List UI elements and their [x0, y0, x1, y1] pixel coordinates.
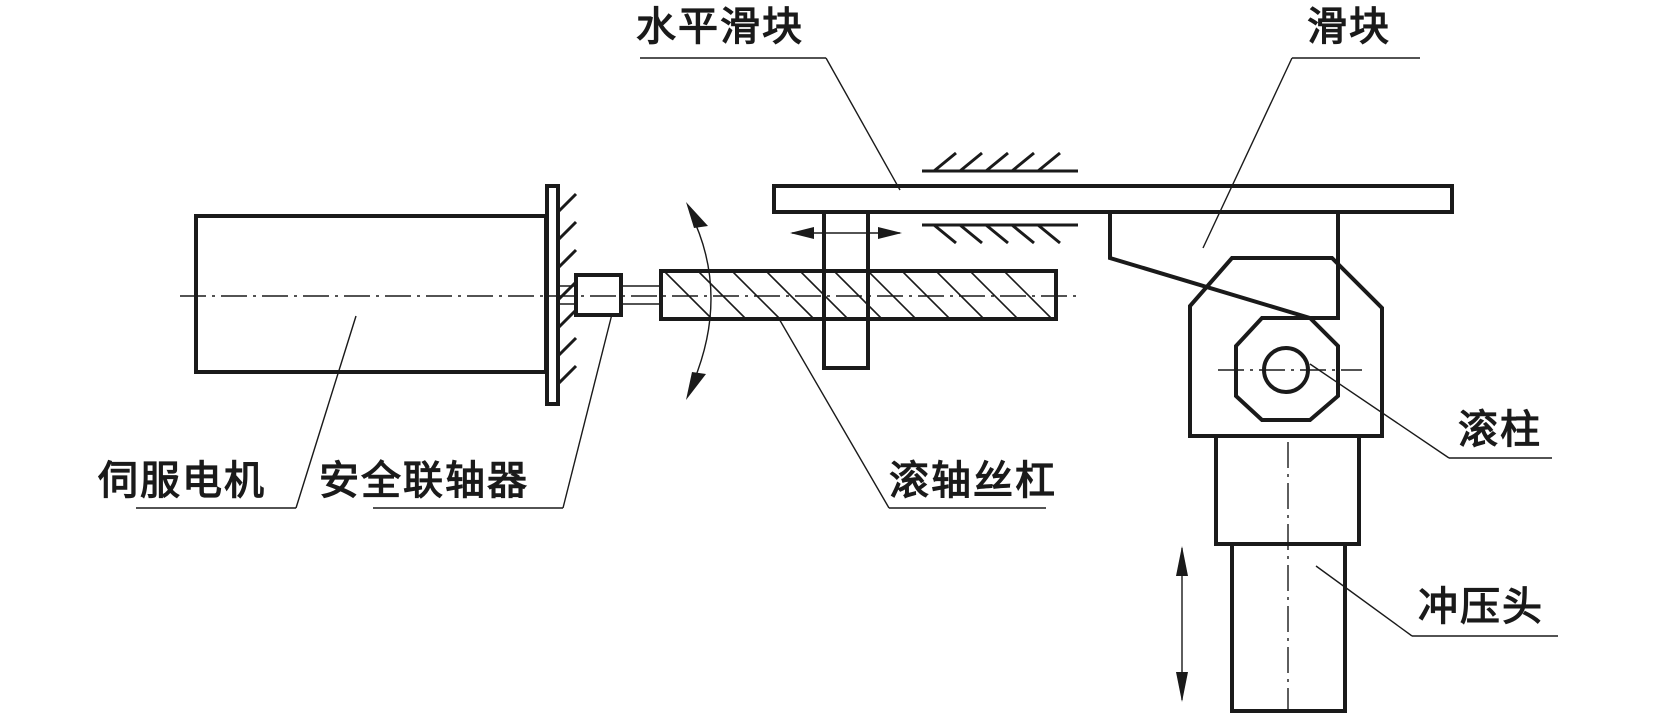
vertical-motion-arrow	[1176, 546, 1188, 702]
servo-motor	[194, 214, 548, 374]
label-servo-motor: 伺服电机	[97, 457, 266, 504]
label-ball-screw: 滚轴丝杠	[889, 457, 1057, 504]
guide-rail-bottom	[922, 223, 1078, 245]
leader-lines	[136, 57, 1558, 637]
rotation-arrow	[686, 202, 712, 400]
label-punch-head: 冲压头	[1418, 583, 1544, 630]
ball-screw	[659, 269, 1058, 321]
roller-housing	[1188, 256, 1384, 438]
horizontal-motion-arrow	[790, 227, 902, 239]
label-slider: 滑块	[1307, 3, 1391, 50]
guide-rail-top	[922, 151, 1078, 173]
motor-flange	[545, 184, 578, 406]
label-horizontal-slider: 水平滑块	[636, 3, 804, 50]
screw-nut-bracket	[822, 210, 870, 370]
roller	[1218, 316, 1362, 422]
label-roller: 滚柱	[1458, 406, 1542, 453]
label-safety-coupling: 安全联轴器	[319, 457, 529, 504]
safety-coupling	[558, 273, 661, 317]
horizontal-slider	[772, 184, 1454, 214]
